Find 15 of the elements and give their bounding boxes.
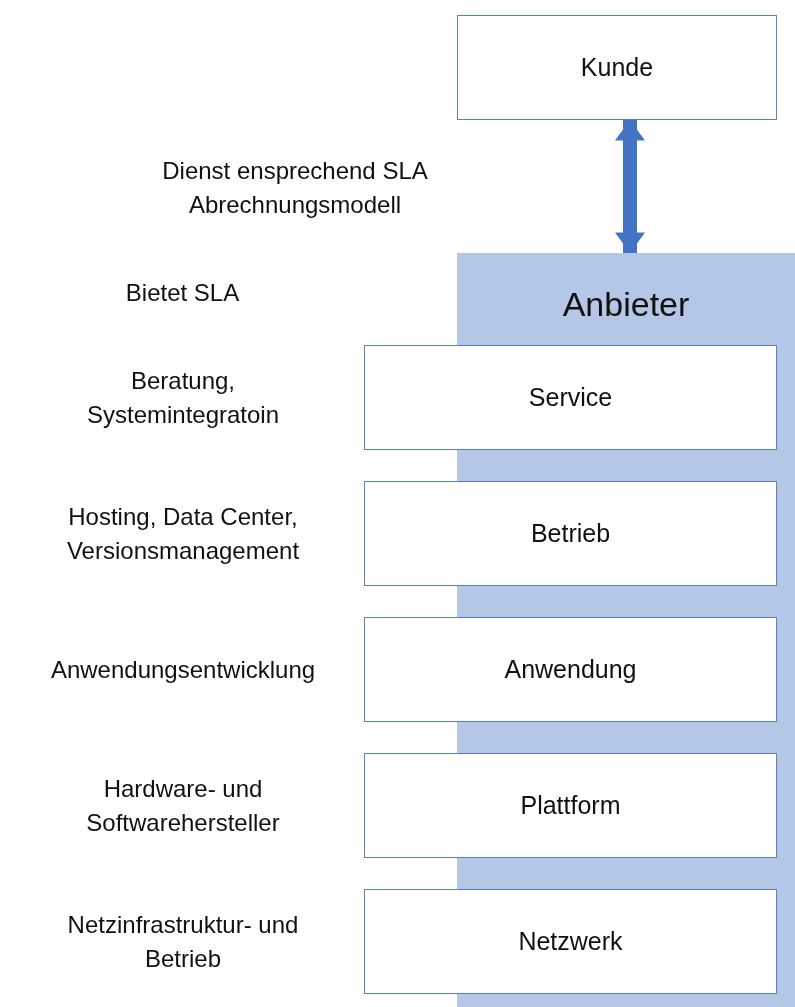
layer-box: Netzwerk	[364, 889, 777, 994]
band-title: Anbieter	[561, 285, 691, 324]
side-label: Hosting, Data Center, Versionsmanagement	[65, 502, 301, 566]
note-text: Dienst ensprechend SLA Abrechnungsmodell	[161, 156, 429, 220]
note-text: Bietet SLA	[125, 278, 240, 309]
side-label: Anwendungsentwicklung	[50, 655, 316, 686]
layer-box: Service	[364, 345, 777, 450]
double-arrow	[615, 120, 645, 253]
layer-box: Anwendung	[364, 617, 777, 722]
layer-box: Plattform	[364, 753, 777, 858]
side-label: Beratung, Systemintegratoin	[85, 366, 281, 430]
side-label: Hardware- und Softwarehersteller	[85, 774, 281, 838]
layer-box: Betrieb	[364, 481, 777, 586]
side-label: Netzinfrastruktur- und Betrieb	[66, 910, 300, 974]
layer-box: Kunde	[457, 15, 777, 120]
